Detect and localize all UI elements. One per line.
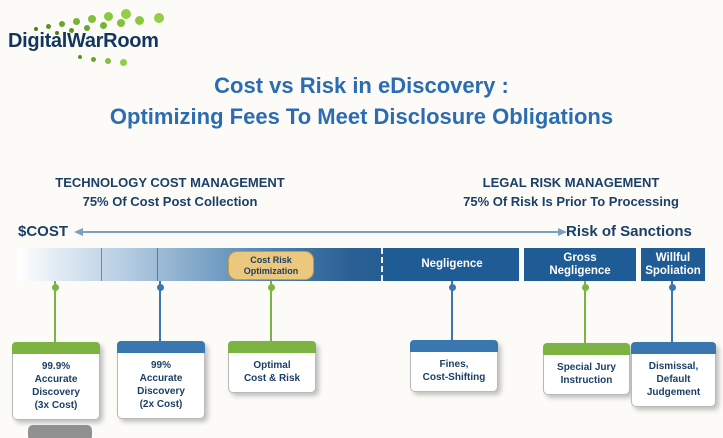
logo-dot xyxy=(104,12,113,21)
logo-text-room: Room xyxy=(103,30,159,52)
connector-dot xyxy=(669,284,676,291)
logo-text: DigitalWarRoom xyxy=(8,30,159,53)
logo-dot xyxy=(46,24,51,29)
segment-gross-negligence-label: Gross Negligence xyxy=(549,251,611,277)
logo-text-war: War xyxy=(67,30,104,52)
corner-shape xyxy=(28,425,92,438)
callout-header xyxy=(410,340,498,352)
callout-header xyxy=(543,343,630,355)
page-title-line1: Cost vs Risk in eDiscovery : xyxy=(214,73,509,98)
logo-dot xyxy=(59,21,65,27)
connector-line xyxy=(671,281,673,344)
cost-risk-optimization-pill: Cost Risk Optimization xyxy=(228,251,314,280)
connector-line xyxy=(584,281,586,344)
callout-header xyxy=(631,342,716,354)
connector-dot xyxy=(52,284,59,291)
callout-special-jury-instruction: Special Jury Instruction xyxy=(543,343,630,395)
cost-gradient xyxy=(18,248,385,281)
callout-dismissal-default-judgement: Dismissal, Default Judgement xyxy=(631,342,716,407)
callout-header xyxy=(228,341,316,353)
callout-header xyxy=(117,341,205,353)
logo-dot xyxy=(69,28,74,33)
segment-gross-negligence: Gross Negligence xyxy=(524,248,636,281)
gradient-tick xyxy=(101,248,102,281)
connector-dot xyxy=(157,284,164,291)
logo-dot xyxy=(154,13,164,23)
section-risk-management: LEGAL RISK MANAGEMENT 75% Of Risk Is Pri… xyxy=(425,173,717,211)
logo-text-digital: Digital xyxy=(8,30,68,52)
segment-negligence-label: Negligence xyxy=(421,258,483,270)
logo-dot xyxy=(34,27,38,31)
logo-dot xyxy=(73,18,80,25)
callout-99-accurate-discovery: 99% Accurate Discovery (2x Cost) xyxy=(117,341,205,419)
callout-header xyxy=(12,342,100,354)
logo-dot xyxy=(117,19,125,27)
callout-label: Dismissal, Default Judgement xyxy=(646,361,701,398)
segment-willful-spoliation: Willful Spoliation xyxy=(641,248,705,281)
risk-management-heading: LEGAL RISK MANAGEMENT xyxy=(482,175,660,190)
cost-management-heading: TECHNOLOGY COST MANAGEMENT xyxy=(55,175,285,190)
segment-negligence: Negligence xyxy=(385,248,519,281)
logo-dot xyxy=(135,16,144,25)
callout-fines-cost-shifting: Fines, Cost-Shifting xyxy=(410,340,498,392)
connector-line xyxy=(54,281,56,344)
risk-boundary-dashed-line xyxy=(381,248,383,281)
logo-dot xyxy=(78,55,82,59)
logo-dot xyxy=(100,22,107,29)
cost-management-subheading: 75% Of Cost Post Collection xyxy=(82,194,258,209)
connector-dot xyxy=(449,284,456,291)
logo-dot xyxy=(105,58,111,64)
risk-management-subheading: 75% Of Risk Is Prior To Processing xyxy=(463,194,679,209)
connector-line xyxy=(270,281,272,344)
connector-dot xyxy=(268,284,275,291)
page-title-line2: Optimizing Fees To Meet Disclosure Oblig… xyxy=(109,104,614,129)
logo-dot xyxy=(121,9,131,19)
callout-label: 99% Accurate Discovery (2x Cost) xyxy=(137,360,185,410)
callout-optimal-cost-risk: Optimal Cost & Risk xyxy=(228,341,316,393)
gradient-tick xyxy=(157,248,158,281)
callout-999-accurate-discovery: 99.9% Accurate Discovery (3x Cost) xyxy=(12,342,100,420)
spectrum-bar: Negligence Gross Negligence Willful Spol… xyxy=(18,248,705,281)
callout-label: Special Jury Instruction xyxy=(557,362,616,386)
arrow-right-icon xyxy=(558,228,567,236)
cost-risk-optimization-label: Cost Risk Optimization xyxy=(243,255,299,276)
logo-dot xyxy=(120,59,127,66)
risk-axis-label: Risk of Sanctions xyxy=(566,223,692,240)
segment-willful-spoliation-label: Willful Spoliation xyxy=(645,251,701,277)
section-cost-management: TECHNOLOGY COST MANAGEMENT 75% Of Cost P… xyxy=(15,173,325,211)
logo-dot xyxy=(88,15,96,23)
arrow-left-icon xyxy=(74,228,83,236)
callout-label: Fines, Cost-Shifting xyxy=(422,359,486,383)
callout-label: 99.9% Accurate Discovery (3x Cost) xyxy=(32,361,80,411)
connector-dot xyxy=(582,284,589,291)
logo-dot xyxy=(91,57,96,62)
connector-line xyxy=(159,281,161,344)
axis-line xyxy=(82,231,560,233)
callout-label: Optimal Cost & Risk xyxy=(243,360,301,384)
page-title: Cost vs Risk in eDiscovery : Optimizing … xyxy=(0,70,723,132)
cost-axis-label: $COST xyxy=(18,223,69,240)
connector-line xyxy=(451,281,453,344)
logo-dot xyxy=(84,25,90,31)
logo-dot xyxy=(55,31,59,35)
